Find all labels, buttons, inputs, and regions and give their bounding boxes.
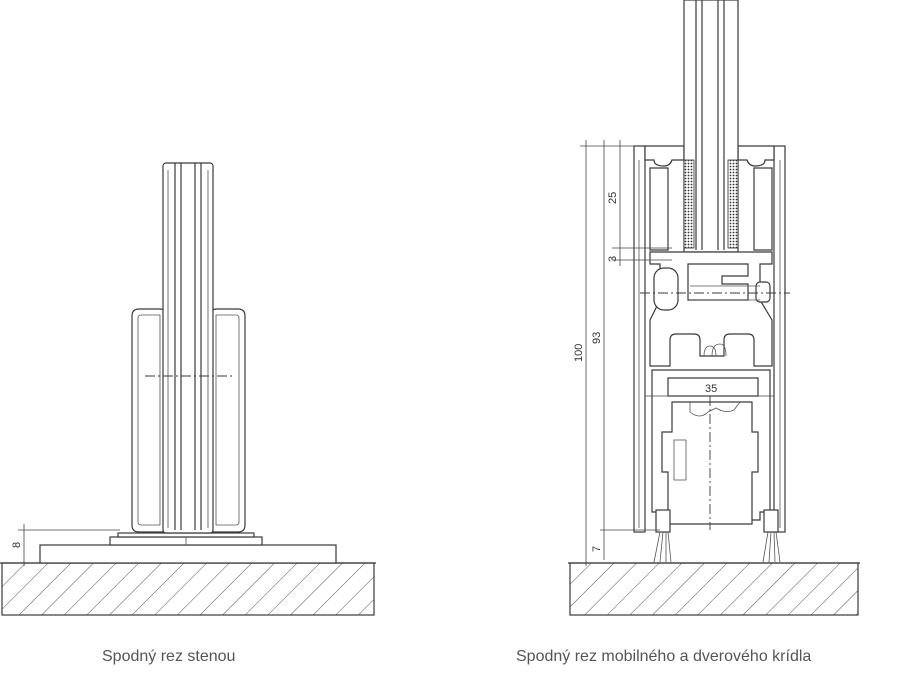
caption-wall-section: Spodný rez stenou bbox=[102, 648, 236, 665]
dim-right-top: 25 bbox=[607, 192, 619, 204]
floor-hatch-left bbox=[1, 562, 375, 616]
dim-right-total: 100 bbox=[573, 344, 585, 362]
caption-sash-section: Spodný rez mobilného a dverového krídla bbox=[516, 648, 812, 665]
dim-right-width: 35 bbox=[705, 383, 717, 395]
floor-hatch-right bbox=[569, 562, 859, 616]
wall-section-drawing: 8 bbox=[0, 162, 376, 616]
dim-right-inner: 93 bbox=[591, 332, 603, 344]
dim-right-small: 3 bbox=[607, 256, 619, 262]
dim-left-gap: 8 bbox=[11, 542, 23, 548]
sash-section-drawing: 35 100 93 7 25 3 bbox=[568, 0, 860, 616]
dim-right-bottom: 7 bbox=[591, 546, 603, 552]
